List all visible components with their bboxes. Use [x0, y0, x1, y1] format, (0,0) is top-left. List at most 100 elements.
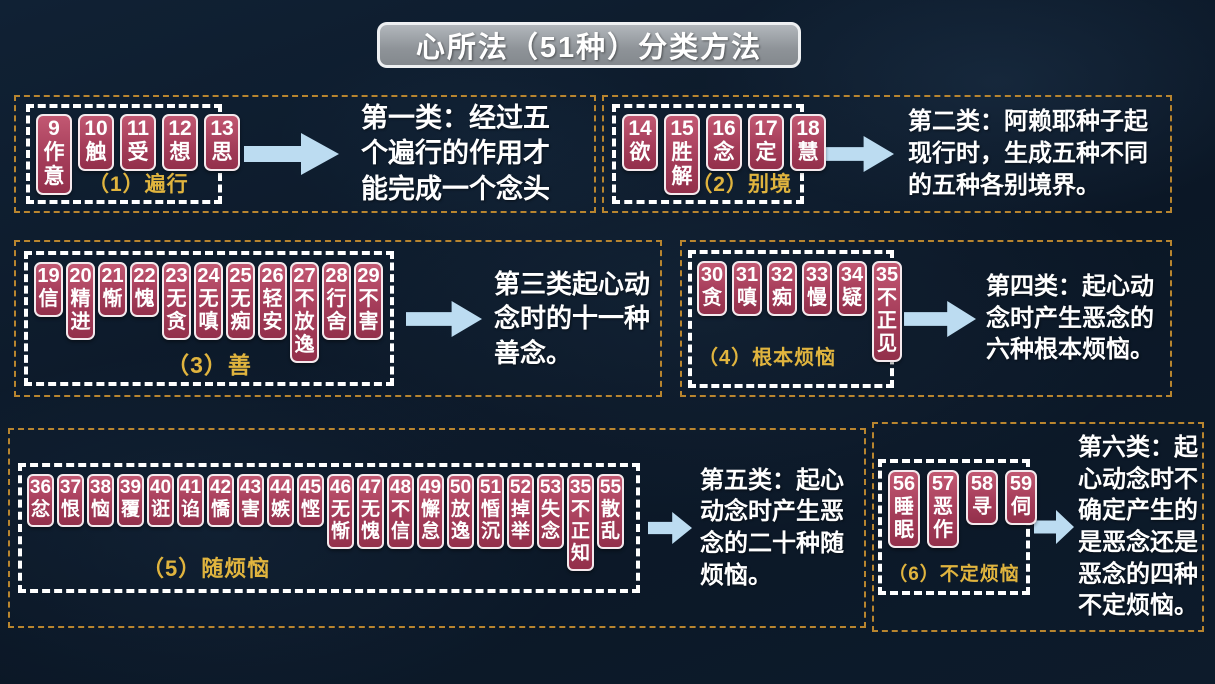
factor-char: 不: [390, 499, 410, 520]
factor-char: 放: [294, 311, 315, 333]
factor-char: 无: [198, 288, 219, 310]
factor-char: 解: [671, 165, 693, 188]
factor-number: 35: [569, 477, 592, 498]
factor-number: 55: [599, 477, 622, 498]
factor-number: 43: [239, 477, 262, 498]
factor-char: 覆: [120, 499, 140, 520]
factor-char: 嫉: [270, 499, 290, 520]
factor-number: 30: [700, 263, 724, 286]
group-description: 第四类：起心动 念时产生恶念的 六种根本烦恼。: [986, 272, 1154, 364]
factor-char: 寻: [972, 496, 992, 518]
factor-number: 42: [209, 477, 232, 498]
factor-number: 58: [970, 473, 994, 495]
factor-number: 27: [293, 265, 316, 287]
group-label: （3）善: [166, 352, 252, 378]
factor-number: 50: [449, 477, 472, 498]
factor-number: 38: [89, 477, 112, 498]
factor-number: 32: [770, 263, 794, 286]
factor-char: 懈: [420, 499, 440, 520]
factor-char: 正: [877, 309, 897, 332]
group-description: 第一类：经过五 个遍行的作用才 能完成一个念头: [361, 102, 550, 204]
factor-char: 欲: [629, 141, 651, 164]
factor-number: 29: [357, 265, 380, 287]
factor-number: 25: [229, 265, 252, 287]
group-label: （2）别境: [691, 173, 792, 196]
factor-char: 恶: [933, 496, 953, 518]
factor-char: 知: [570, 543, 590, 564]
group-description: 第二类：阿赖耶种子起 现行时，生成五种不同 的五种各别境界。: [908, 108, 1148, 199]
factor-char: 诳: [150, 499, 170, 520]
factor-char: 作: [933, 519, 953, 541]
factor-char: 谄: [180, 499, 200, 520]
factor-number: 53: [539, 477, 562, 498]
factor-char: 无: [166, 288, 187, 310]
factor-char: 掉: [510, 499, 530, 520]
factor-char: 忿: [30, 499, 50, 520]
factor-number: 23: [165, 265, 188, 287]
right-arrow-icon: [1034, 510, 1074, 544]
factor-char: 触: [85, 141, 107, 164]
factor-char: 慢: [807, 286, 827, 309]
factor-number: 31: [735, 263, 759, 286]
factor-char: 放: [450, 499, 470, 520]
factor-number: 47: [359, 477, 382, 498]
factor-char: 愧: [134, 288, 155, 310]
page-title: 心所法（51种）分类方法: [377, 22, 801, 68]
factor-number: 35: [875, 263, 899, 286]
factor-number: 15: [670, 117, 694, 140]
factor-char: 无: [230, 288, 251, 310]
factor-char: 愧: [360, 521, 380, 542]
factor-number: 9: [48, 117, 60, 140]
factor-char: 乱: [600, 521, 620, 542]
factor-char: 惭: [102, 288, 123, 310]
factor-number: 44: [269, 477, 292, 498]
factor-char: 行: [326, 288, 347, 310]
factor-char: 念: [713, 141, 735, 164]
factor-char: 痴: [230, 311, 251, 333]
factor-char: 眠: [894, 519, 914, 541]
factor-number: 21: [101, 265, 124, 287]
factor-number: 22: [133, 265, 156, 287]
factor-char: 惛: [480, 499, 500, 520]
factor-number: 28: [325, 265, 348, 287]
factor-number: 12: [168, 117, 192, 140]
factor-number: 20: [69, 265, 92, 287]
factor-number: 57: [931, 473, 955, 495]
factor-char: 怠: [420, 521, 440, 542]
factor-number: 52: [509, 477, 532, 498]
